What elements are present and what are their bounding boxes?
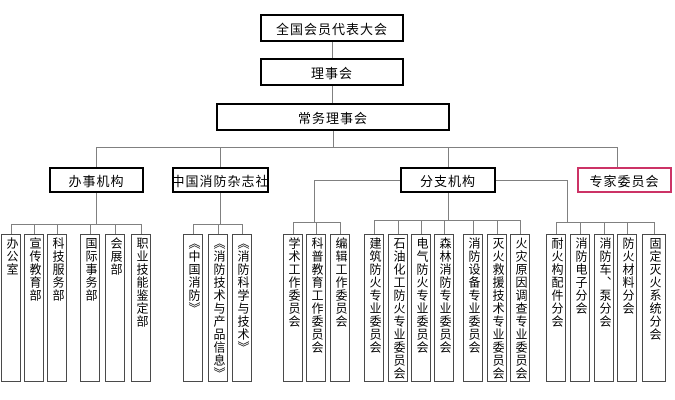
node-fire-equipment-committee: 消防设备专业委员会: [463, 234, 483, 382]
connector: [293, 222, 341, 223]
node-admin-offices: 办事机构: [49, 167, 144, 193]
node-building-fire-committee: 建筑防火专业委员会: [364, 234, 384, 382]
connector: [11, 224, 12, 234]
node-sci-tech-service-dept: 科技服务部: [47, 234, 67, 382]
connector: [293, 222, 294, 234]
connector: [193, 224, 194, 234]
connector: [567, 180, 568, 222]
connector: [90, 224, 91, 234]
connector: [332, 86, 333, 103]
connector: [242, 224, 243, 234]
connector: [374, 220, 521, 221]
node-expert-committee: 专家委员会: [577, 167, 672, 193]
connector: [218, 224, 219, 234]
connector: [444, 220, 445, 234]
connector: [627, 222, 628, 234]
node-fire-technique-product-info-journal: 《消防技术与产品信息》: [208, 234, 228, 382]
connector: [333, 131, 334, 147]
connector: [316, 222, 317, 234]
node-international-affairs-dept: 国际事务部: [80, 234, 100, 382]
node-fire-science-technology-journal: 《消防科学与技术》: [232, 234, 252, 382]
connector: [96, 147, 97, 167]
node-publicity-education-dept: 宣传教育部: [24, 234, 44, 382]
connector: [580, 222, 581, 234]
node-science-popularization-committee: 科普教育工作委员会: [306, 234, 326, 382]
connector: [57, 224, 58, 234]
connector: [34, 224, 35, 234]
connector: [374, 220, 375, 234]
node-standing-council: 常务理事会: [216, 103, 450, 131]
node-editorial-work-committee: 编辑工作委员会: [330, 234, 350, 382]
node-fire-electronics-branch: 消防电子分会: [570, 234, 590, 382]
node-exhibition-dept: 会展部: [105, 234, 125, 382]
node-general-office: 办公室: [1, 234, 21, 382]
node-fixed-extinguishing-system-branch: 固定灭火系统分会: [642, 234, 666, 382]
node-fire-truck-pump-branch: 消防车、泵分会: [594, 234, 614, 382]
connector: [398, 220, 399, 234]
connector: [314, 180, 315, 222]
connector: [473, 220, 474, 234]
connector: [332, 42, 333, 58]
node-electrical-fire-committee: 电气防火专业委员会: [411, 234, 431, 382]
node-fire-cause-investigation-committee: 火灾原因调查专业委员会: [510, 234, 530, 382]
connector: [556, 222, 655, 223]
node-refractory-components-branch: 耐火构配件分会: [546, 234, 566, 382]
node-fireproof-materials-branch: 防火材料分会: [617, 234, 637, 382]
node-branch-organizations: 分支机构: [400, 167, 496, 193]
connector: [220, 193, 221, 224]
node-fire-rescue-tech-committee: 灭火救援技术专业委员会: [487, 234, 507, 382]
node-china-fire-journal: 《中国消防》: [183, 234, 203, 382]
connector: [96, 193, 97, 224]
connector: [141, 224, 142, 234]
connector: [220, 147, 221, 167]
connector: [520, 220, 521, 234]
node-china-fire-magazine: 中国消防杂志社: [172, 167, 269, 193]
connector: [96, 147, 618, 148]
node-national-congress: 全国会员代表大会: [260, 14, 404, 42]
node-forest-fire-committee: 森林消防专业委员会: [434, 234, 454, 382]
connector: [496, 180, 567, 181]
connector: [314, 180, 400, 181]
node-petrochemical-fire-committee: 石油化工防火专业委员会: [388, 234, 408, 382]
node-occupational-skill-appraisal-dept: 职业技能鉴定部: [131, 234, 151, 382]
connector: [617, 147, 618, 167]
connector: [115, 224, 116, 234]
connector: [654, 222, 655, 234]
connector: [556, 222, 557, 234]
connector: [448, 147, 449, 167]
node-academic-work-committee: 学术工作委员会: [283, 234, 303, 382]
connector: [497, 220, 498, 234]
connector: [421, 220, 422, 234]
connector: [604, 222, 605, 234]
node-council: 理事会: [260, 58, 404, 86]
connector: [340, 222, 341, 234]
connector: [448, 193, 449, 220]
connector: [11, 224, 142, 225]
